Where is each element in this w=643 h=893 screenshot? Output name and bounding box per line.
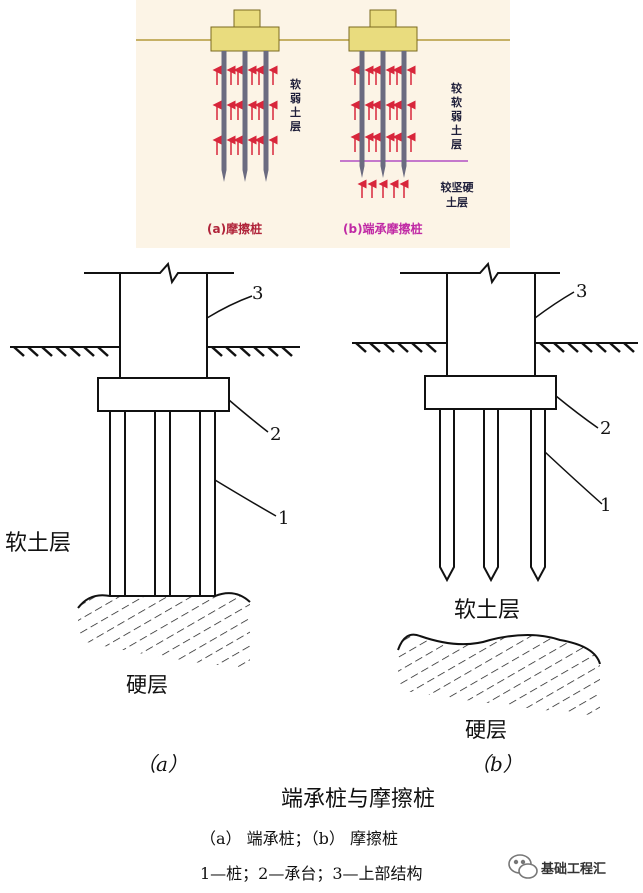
top-b-end-bearing-arrows [357,179,409,198]
bottom-a-leader-1 [214,479,277,517]
subfigure-b-label: （b） [470,752,523,776]
bottom-b-number-2: 2 [600,418,612,439]
top-a-pile-group [210,9,280,182]
bottom-b-pile-cap [424,375,557,410]
bottom-b-number-3: 3 [576,281,588,302]
bottom-b-top-break-line [400,261,560,285]
bottom-b-leader-1 [544,451,603,505]
bottom-b-structure [352,261,638,583]
bottom-a-number-1: 1 [278,508,290,529]
top-b-hard-soil-label: 较坚硬土层 [440,181,474,209]
bottom-b-hard-layer-label: 硬层 [465,718,507,742]
top-panel [136,0,510,248]
bottom-a-hard-layer-label: 硬层 [126,673,168,697]
wechat-icon [508,854,538,879]
top-caption-b: (b)端承摩擦桩 [343,222,423,236]
top-b-pile-cap [348,26,418,52]
bottom-a-hard-layer [78,593,250,668]
legend-line-1: （a） 端承桩；（b） 摩擦桩 [200,829,398,848]
bottom-a-hard-layer-edge [77,592,251,609]
bottom-a-soft-layer-label: 软土层 [5,531,72,556]
bottom-a-number-3: 3 [252,283,264,304]
legend-line-2: 1—桩；2—承台；3—上部结构 [200,864,423,883]
bottom-b-ground-hatch [355,342,635,353]
bottom-b-hard-layer-edge [397,633,601,665]
bottom-b-number-1: 1 [600,495,612,516]
bottom-b-leader-2 [555,395,599,429]
top-b-pile-group [340,9,468,198]
bottom-a-leader-2 [228,399,269,433]
bottom-b-hard-layer [398,634,600,716]
top-b-friction-arrows [350,65,416,152]
bottom-b-leader-3 [534,291,575,319]
bottom-a-pile-cap [97,377,230,412]
top-b-soft-soil-label: 较软弱土层 [451,82,462,151]
bottom-b-soft-layer-label: 软土层 [454,598,521,623]
bottom-a-top-break-line [84,261,234,285]
top-a-piles [221,51,269,170]
watermark-name: 基础工程汇 [541,862,607,877]
top-caption-a: (a)摩擦桩 [207,222,263,236]
top-b-pile-tips [359,166,407,178]
figure-title: 端承桩与摩擦桩 [281,787,436,812]
bottom-a-leader-3 [206,295,253,319]
subfigure-a-label: （a） [136,752,188,776]
bottom-a-ground-hatch [13,346,293,357]
top-a-pile-cap [210,26,280,52]
top-a-friction-arrows [212,65,278,155]
top-a-soft-soil-label: 软弱土层 [290,78,301,133]
top-a-pile-tips [221,170,269,182]
bottom-a-number-2: 2 [270,424,282,445]
top-b-piles [359,51,407,166]
